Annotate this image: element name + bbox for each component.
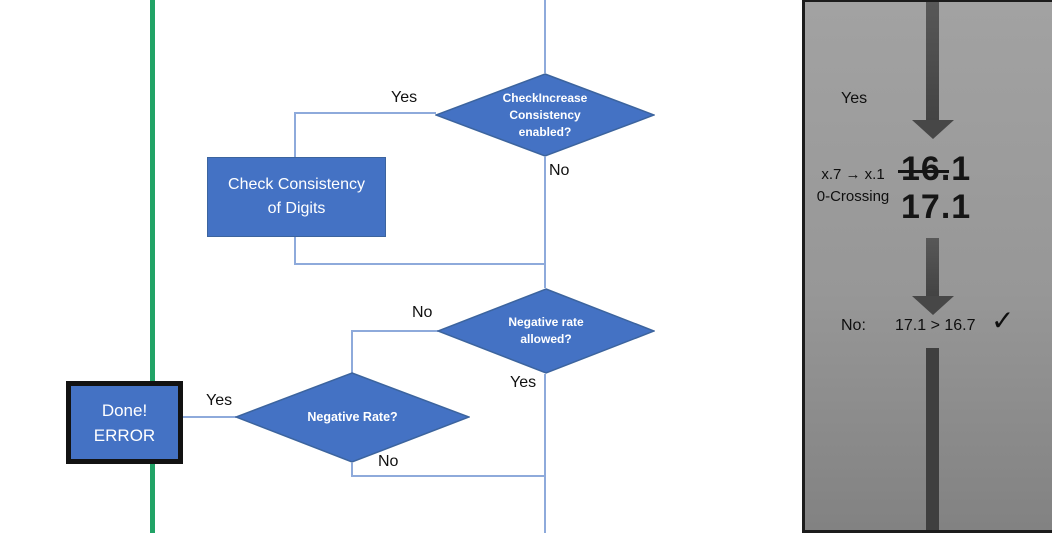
connector-top-into-check-increase (544, 0, 546, 73)
down-arrow-shaft (926, 348, 939, 530)
decision-label: Negative rate allowed? (508, 315, 584, 346)
branch-label-yes: Yes (510, 374, 537, 391)
connector-negative-rate-no-merge (351, 475, 546, 477)
connector-check-consistency-merge (294, 263, 546, 265)
down-arrow-head-icon (912, 120, 954, 139)
example-trace-panel: Yes x.7 → x.1 0-Crossing 16.1 17.1 No: 1… (802, 0, 1052, 533)
diamond-shape (435, 73, 655, 157)
decision-label: CheckIncrease Consistency enabled? (502, 90, 588, 139)
decision-negative-rate-allowed: Negative rate allowed? (437, 288, 655, 374)
old-value-struck: 16.1 (897, 150, 972, 188)
diamond-shape (235, 372, 470, 463)
branch-label-yes: Yes (206, 392, 233, 409)
connector-check-increase-yes (295, 112, 436, 114)
checkmark-icon: ✓ (991, 304, 1015, 337)
panel-result-prefix: No: (841, 317, 866, 334)
connector-negative-rate-no-down (351, 463, 353, 476)
panel-values: 16.1 17.1 (897, 150, 972, 226)
connector-check-increase-no (544, 157, 546, 288)
terminal-done-error: Done! ERROR (66, 381, 183, 464)
diamond-shape (437, 288, 655, 374)
panel-case-label: x.7 → x.1 0-Crossing (816, 166, 890, 205)
branch-label-yes: Yes (391, 89, 418, 106)
down-arrow-shaft (926, 2, 939, 120)
down-arrow-head-icon (912, 296, 954, 315)
panel-branch-taken-label: Yes (841, 90, 868, 107)
branch-label-no: No (549, 162, 570, 179)
decision-check-increase-consistency: CheckIncrease Consistency enabled? (435, 73, 655, 157)
connector-negative-rate-allowed-yes (544, 374, 546, 533)
process-check-consistency-of-digits: Check Consistency of Digits (207, 157, 386, 237)
connector-negative-rate-yes-to-done (173, 416, 236, 418)
branch-label-no: No (378, 453, 399, 470)
branch-label-no: No (412, 304, 433, 321)
connector-down-to-check-consistency (294, 112, 296, 158)
down-arrow-shaft (926, 238, 939, 296)
new-value: 17.1 (901, 188, 972, 226)
connector-down-to-negative-rate (351, 330, 353, 373)
decision-negative-rate: Negative Rate? (235, 372, 470, 463)
decision-label: Negative Rate? (307, 410, 398, 424)
connector-negative-rate-allowed-no (352, 330, 438, 332)
green-guide-line (150, 0, 155, 533)
connector-check-consistency-out (294, 235, 296, 264)
panel-result-comparison: 17.1 > 16.7 (895, 317, 976, 334)
